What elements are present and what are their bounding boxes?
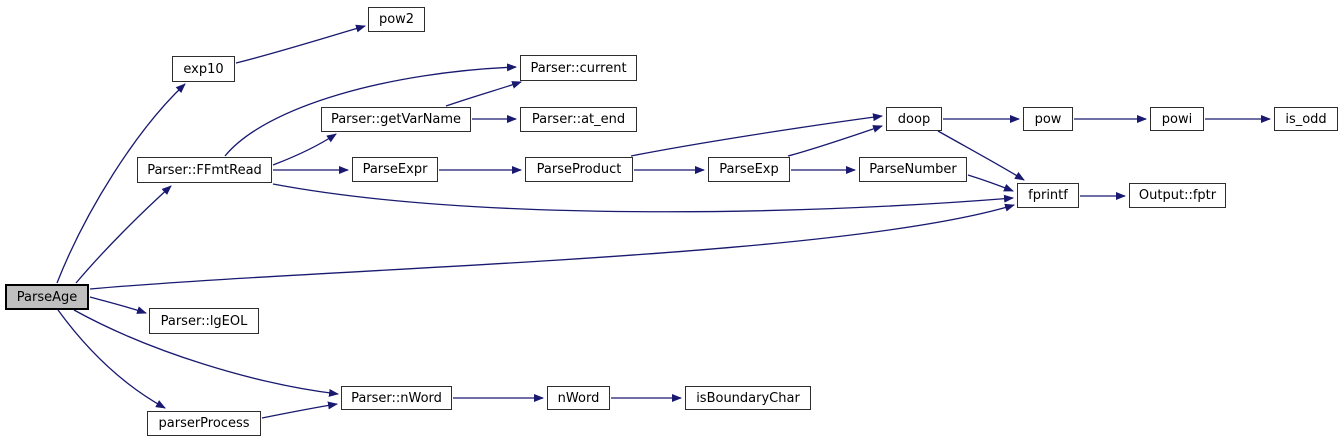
node-pow2[interactable]: pow2 (368, 7, 425, 32)
node-current[interactable]: Parser::current (520, 55, 637, 81)
edge-ParseProduct-to-doop (630, 113, 883, 157)
edge-ParseAge-to-ParserNWord (73, 309, 339, 397)
edge-ParseAge-to-parserProcess (57, 309, 166, 409)
node-isboundarychar[interactable]: isBoundaryChar (685, 386, 811, 410)
edge-ParseNumber-to-fprintf (967, 174, 1014, 192)
node-fprintf[interactable]: fprintf (1017, 183, 1079, 208)
edge-getVarName-to-current (445, 81, 522, 107)
edge-ParseAge-to-exp10 (56, 83, 186, 284)
edge-ParseAge-to-fprintf (89, 203, 1015, 290)
edge-ParseExp-to-doop (787, 125, 883, 157)
node-pow[interactable]: pow (1023, 107, 1073, 131)
node-powi[interactable]: powi (1150, 107, 1204, 131)
edge-FFmtRead-to-getVarName (272, 133, 337, 166)
node-parseage: ParseAge (5, 284, 89, 310)
edge-FFmtRead-to-current (224, 63, 517, 157)
edge-exp10-to-pow2 (235, 24, 366, 64)
node-exp10[interactable]: exp10 (172, 56, 235, 82)
node-parsernword[interactable]: Parser::nWord (341, 386, 452, 410)
node-nword[interactable]: nWord (547, 386, 610, 410)
node-parseexp[interactable]: ParseExp (708, 157, 790, 182)
edges-layer (56, 24, 1271, 419)
node-outputfptr[interactable]: Output::fptr (1129, 183, 1226, 208)
edge-ParseAge-to-FFmtRead (75, 185, 172, 284)
node-parseexpr[interactable]: ParseExpr (352, 157, 438, 182)
node-at_end[interactable]: Parser::at_end (520, 107, 637, 132)
node-ffmtread[interactable]: Parser::FFmtRead (137, 157, 272, 183)
node-parsenumber[interactable]: ParseNumber (859, 157, 967, 182)
node-doop[interactable]: doop (886, 107, 942, 131)
edge-FFmtRead-to-fprintf (272, 183, 1014, 213)
node-parseproduct[interactable]: ParseProduct (525, 157, 633, 182)
edge-doop-to-fprintf (937, 130, 1025, 181)
node-is_odd[interactable]: is_odd (1274, 107, 1338, 131)
node-parserprocess[interactable]: parserProcess (147, 411, 261, 436)
node-getvarname[interactable]: Parser::getVarName (321, 107, 471, 132)
node-lgeol[interactable]: Parser::lgEOL (149, 308, 259, 334)
edge-ParseAge-to-lgEOL (89, 296, 147, 314)
edge-parserProcess-to-ParserNWord (261, 401, 338, 419)
